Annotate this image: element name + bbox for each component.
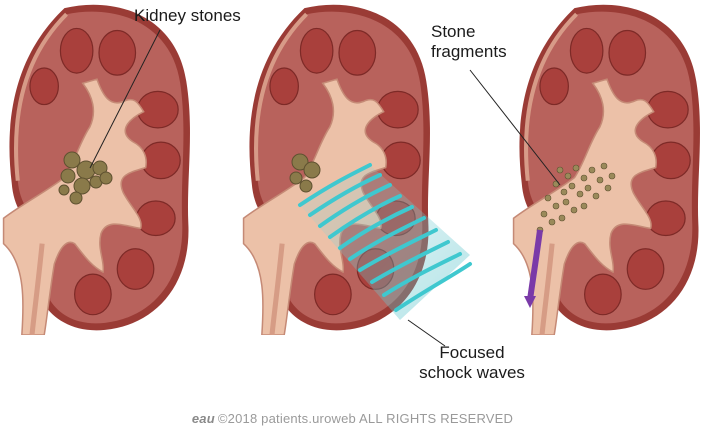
copyright-footer: eau©2018 patients.uroweb ALL RIGHTS RESE… (0, 411, 705, 426)
shock-waves-label: Focused schock waves (412, 343, 532, 383)
shock-waves-line1: Focused (412, 343, 532, 363)
copyright-text: ©2018 patients.uroweb ALL RIGHTS RESERVE… (218, 411, 513, 426)
shock-waves-line2: schock waves (412, 363, 532, 383)
stone-fragments-label: Stone fragments (431, 22, 551, 62)
kidney-stones-label: Kidney stones (134, 6, 241, 26)
stone-fragments-line2: fragments (431, 42, 551, 62)
kidney-before (4, 5, 190, 335)
eau-logo: eau (192, 411, 215, 426)
stone-fragments-line1: Stone (431, 22, 551, 42)
